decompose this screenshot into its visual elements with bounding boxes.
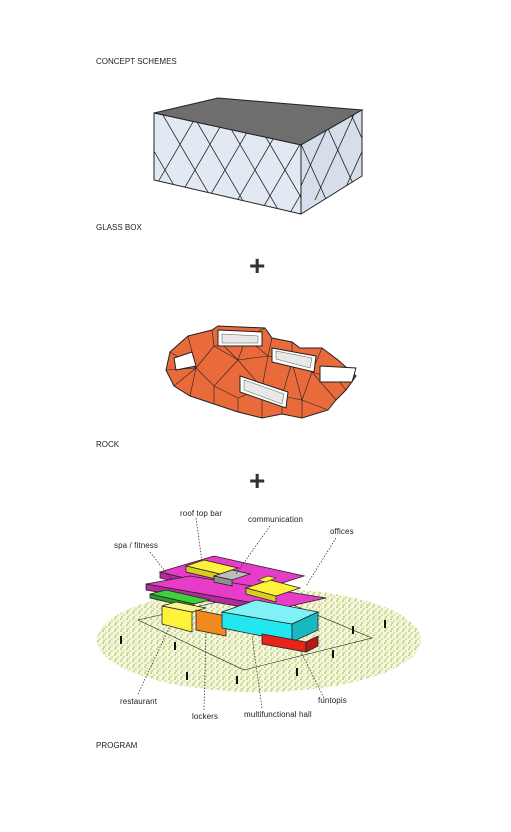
leader-lockers — [203, 631, 207, 711]
label-program: PROGRAM — [96, 741, 138, 750]
label-funtopis: funtopis — [318, 696, 347, 705]
label-glass-box: GLASS BOX — [96, 223, 142, 232]
leader-restaurant — [137, 625, 171, 695]
glass-box-side — [300, 109, 363, 215]
plus-sign-1: + — [249, 250, 266, 281]
label-roof-top-bar: roof top bar — [180, 509, 223, 518]
plus-sign-2: + — [249, 465, 266, 496]
leader-communication — [235, 525, 271, 575]
label-communication: communication — [248, 515, 304, 524]
label-offices: offices — [330, 527, 354, 536]
label-lockers: lockers — [192, 712, 219, 721]
leader-multifunctional-hall — [251, 635, 263, 709]
rock-opening-4 — [319, 365, 357, 383]
volume-lockers — [195, 609, 227, 637]
ground-posts — [120, 620, 386, 684]
title-concept-schemes: CONCEPT SCHEMES — [96, 57, 177, 66]
label-spa-fitness: spa / fitness — [114, 541, 158, 550]
leader-roof-top-bar — [195, 517, 203, 563]
label-restaurant: restaurant — [120, 697, 158, 706]
leader-offices — [305, 537, 337, 587]
label-rock: ROCK — [96, 440, 120, 449]
rock-opening-5 — [173, 351, 197, 371]
label-multifunctional-hall: multifunctional hall — [244, 710, 312, 719]
